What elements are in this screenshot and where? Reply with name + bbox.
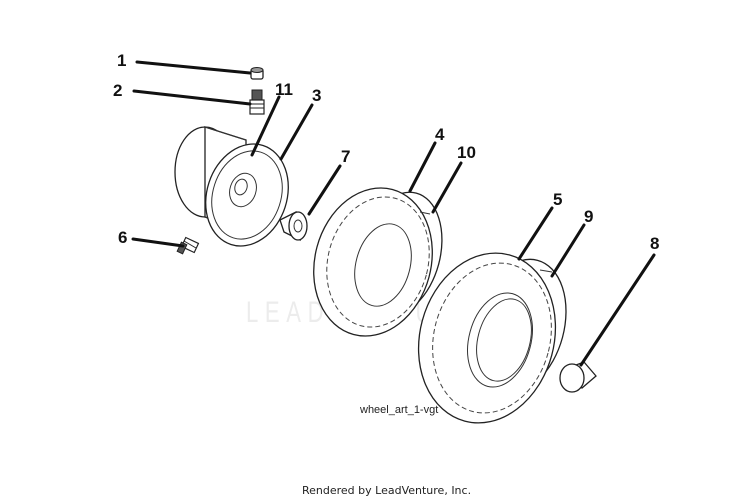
leader-6	[131, 237, 185, 248]
part-10-valve-hole	[419, 211, 431, 215]
callout-8: 8	[650, 234, 659, 253]
part-5-tire	[417, 252, 567, 424]
callout-10: 10	[457, 143, 476, 162]
part-4-tire	[313, 187, 443, 337]
callout-5: 5	[553, 190, 562, 209]
callouts: 1 2 11 3 7 6 4 10 5 9 8	[113, 51, 659, 253]
callout-11: 11	[275, 80, 293, 99]
leader-1	[135, 60, 252, 75]
leader-5	[517, 206, 554, 261]
drawing-reference: wheel_art_1-vgt	[359, 404, 438, 416]
leader-lines	[131, 60, 656, 367]
leader-2	[132, 89, 252, 106]
footer-credit: Rendered by LeadVenture, Inc.	[302, 484, 471, 497]
leader-8	[579, 253, 656, 367]
part-3-wheel-disc	[205, 143, 289, 247]
leader-3	[279, 103, 314, 161]
callout-1: 1	[117, 51, 126, 70]
leader-4	[408, 141, 437, 193]
part-1-cap	[250, 67, 264, 80]
callout-9: 9	[584, 207, 593, 226]
callout-6: 6	[118, 228, 127, 247]
part-9-valve-hole	[539, 269, 553, 273]
part-7-bushing	[279, 211, 308, 242]
leader-11	[250, 95, 281, 157]
callout-3: 3	[312, 86, 321, 105]
leader-10	[431, 161, 463, 214]
callout-2: 2	[113, 81, 122, 100]
part-8-hub-cap	[559, 361, 597, 393]
part-2-valve-stem	[249, 89, 265, 115]
leader-9	[550, 223, 586, 278]
callout-4: 4	[435, 125, 445, 144]
leader-7	[307, 164, 342, 216]
callout-7: 7	[341, 147, 350, 166]
